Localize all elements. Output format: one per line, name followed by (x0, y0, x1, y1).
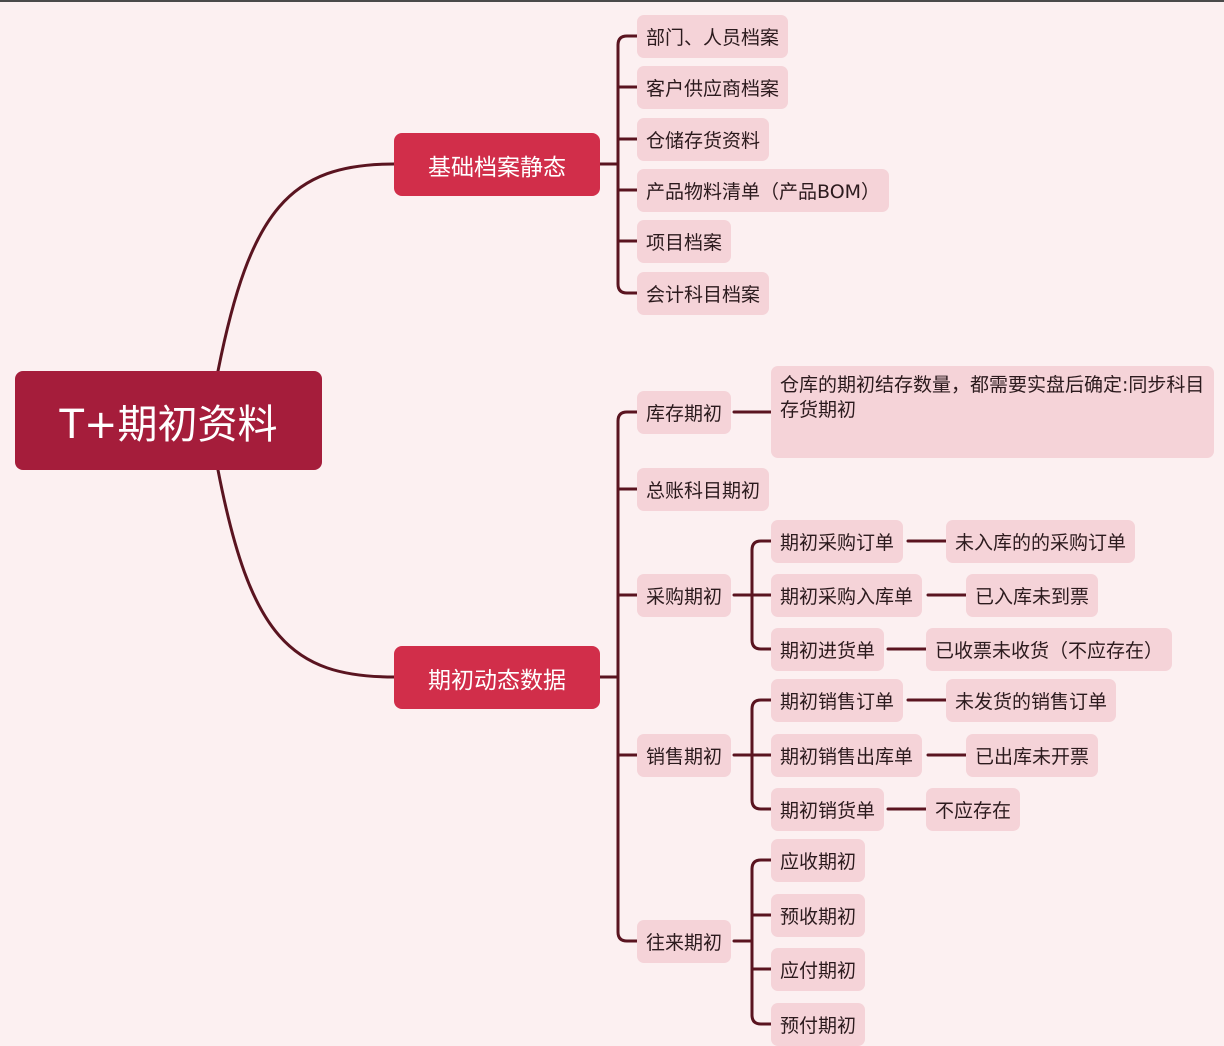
detail-purchase-invoice[interactable]: 已收票未收货（不应存在） (926, 628, 1173, 671)
root-topic[interactable]: T+期初资料 (15, 371, 322, 470)
top-border (0, 0, 1224, 2)
detail-sales-outbound[interactable]: 已出库未开票 (966, 734, 1099, 777)
topic-purchase-invoice[interactable]: 期初进货单 (771, 628, 885, 671)
topic-customer-supplier[interactable]: 客户供应商档案 (637, 66, 789, 109)
connector-dealings-ticks (750, 913, 773, 971)
topic-project-archive[interactable]: 项目档案 (637, 220, 732, 263)
connector-root-dynamic (216, 468, 396, 679)
branch-dynamic-data[interactable]: 期初动态数据 (394, 646, 600, 709)
topic-sales-order[interactable]: 期初销售订单 (771, 679, 904, 722)
topic-dept-staff[interactable]: 部门、人员档案 (637, 15, 789, 58)
connector-dynamic-ticks (616, 487, 639, 757)
connector-static-ticks (616, 85, 639, 243)
note-inventory: 仓库的期初结存数量，都需要实盘后确定:同步科目存货期初 (771, 366, 1214, 458)
topic-sales-delivery[interactable]: 期初销货单 (771, 788, 885, 831)
branch-static-archives[interactable]: 基础档案静态 (394, 133, 600, 196)
topic-payable-opening[interactable]: 应付期初 (771, 948, 866, 991)
topic-product-bom[interactable]: 产品物料清单（产品BOM） (637, 169, 890, 212)
connector-static-bracket (616, 34, 639, 295)
topic-dealings-opening[interactable]: 往来期初 (637, 920, 732, 963)
connector-dealings-bracket (750, 858, 773, 1026)
connector-dynamic-bracket (616, 410, 639, 943)
detail-purchase-receipt[interactable]: 已入库未到票 (966, 574, 1099, 617)
topic-purchase-receipt[interactable]: 期初采购入库单 (771, 574, 923, 617)
topic-receivable-opening[interactable]: 应收期初 (771, 839, 866, 882)
detail-purchase-order[interactable]: 未入库的的采购订单 (946, 520, 1136, 563)
topic-sales-opening[interactable]: 销售期初 (637, 734, 732, 777)
topic-inventory-opening[interactable]: 库存期初 (637, 391, 732, 434)
detail-sales-order[interactable]: 未发货的销售订单 (946, 679, 1117, 722)
connector-purchase-details (886, 539, 968, 651)
detail-sales-delivery[interactable]: 不应存在 (926, 788, 1021, 831)
topic-purchase-opening[interactable]: 采购期初 (637, 574, 732, 617)
topic-prepaid-opening[interactable]: 预付期初 (771, 1003, 866, 1046)
topic-sales-outbound[interactable]: 期初销售出库单 (771, 734, 923, 777)
topic-ledger-opening[interactable]: 总账科目期初 (637, 468, 770, 511)
topic-advance-received-opening[interactable]: 预收期初 (771, 894, 866, 937)
connector-root-static (216, 162, 396, 373)
topic-accounting-subject[interactable]: 会计科目档案 (637, 272, 770, 315)
connector-sales-details (886, 698, 968, 811)
topic-purchase-order[interactable]: 期初采购订单 (771, 520, 904, 563)
topic-warehouse-stock[interactable]: 仓储存货资料 (637, 118, 770, 161)
